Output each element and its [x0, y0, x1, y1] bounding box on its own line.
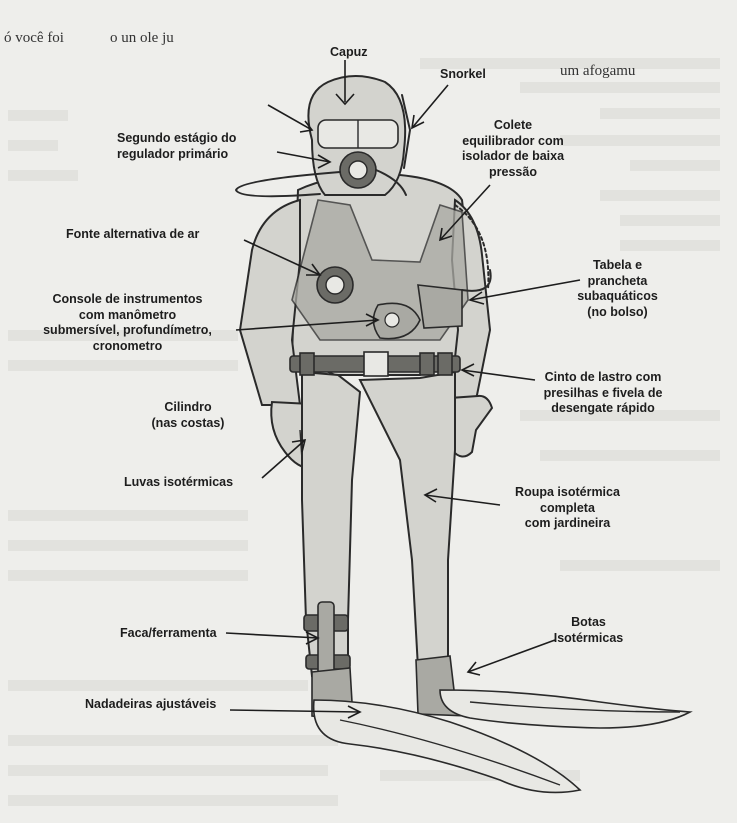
top-text-line-2: o un ole ju	[110, 30, 174, 47]
diver-arm-left	[240, 200, 300, 405]
top-text-line-3: um afogamu	[560, 63, 635, 80]
label-cilindro: Cilindro (nas costas)	[138, 400, 238, 431]
label-luvas: Luvas isotérmicas	[124, 475, 233, 491]
label-capuz: Capuz	[330, 45, 368, 61]
label-cinto-lastro: Cinto de lastro com presilhas e fivela d…	[528, 370, 678, 417]
belt-buckle	[364, 352, 388, 376]
label-nadadeiras: Nadadeiras ajustáveis	[85, 697, 216, 713]
label-roupa-isotermica: Roupa isotérmica completa com jardineira	[500, 485, 635, 532]
label-snorkel: Snorkel	[440, 67, 486, 83]
label-botas-isotermicas: Botas Isotérmicas	[546, 615, 631, 646]
label-segundo-estagio: Segundo estágio do regulador primário	[117, 131, 236, 162]
label-colete: Colete equilibrador com isolador de baix…	[448, 118, 578, 181]
label-faca-ferramenta: Faca/ferramenta	[120, 626, 217, 642]
top-text-line-1: ó você foi	[4, 30, 64, 47]
slate-pocket-shape	[418, 285, 462, 328]
label-fonte-alternativa: Fonte alternativa de ar	[66, 227, 199, 243]
diver-leg-right	[360, 372, 455, 668]
label-console: Console de instrumentos com manômetro su…	[20, 292, 235, 355]
label-tabela-prancheta: Tabela e prancheta subaquáticos (no bols…	[560, 258, 675, 321]
